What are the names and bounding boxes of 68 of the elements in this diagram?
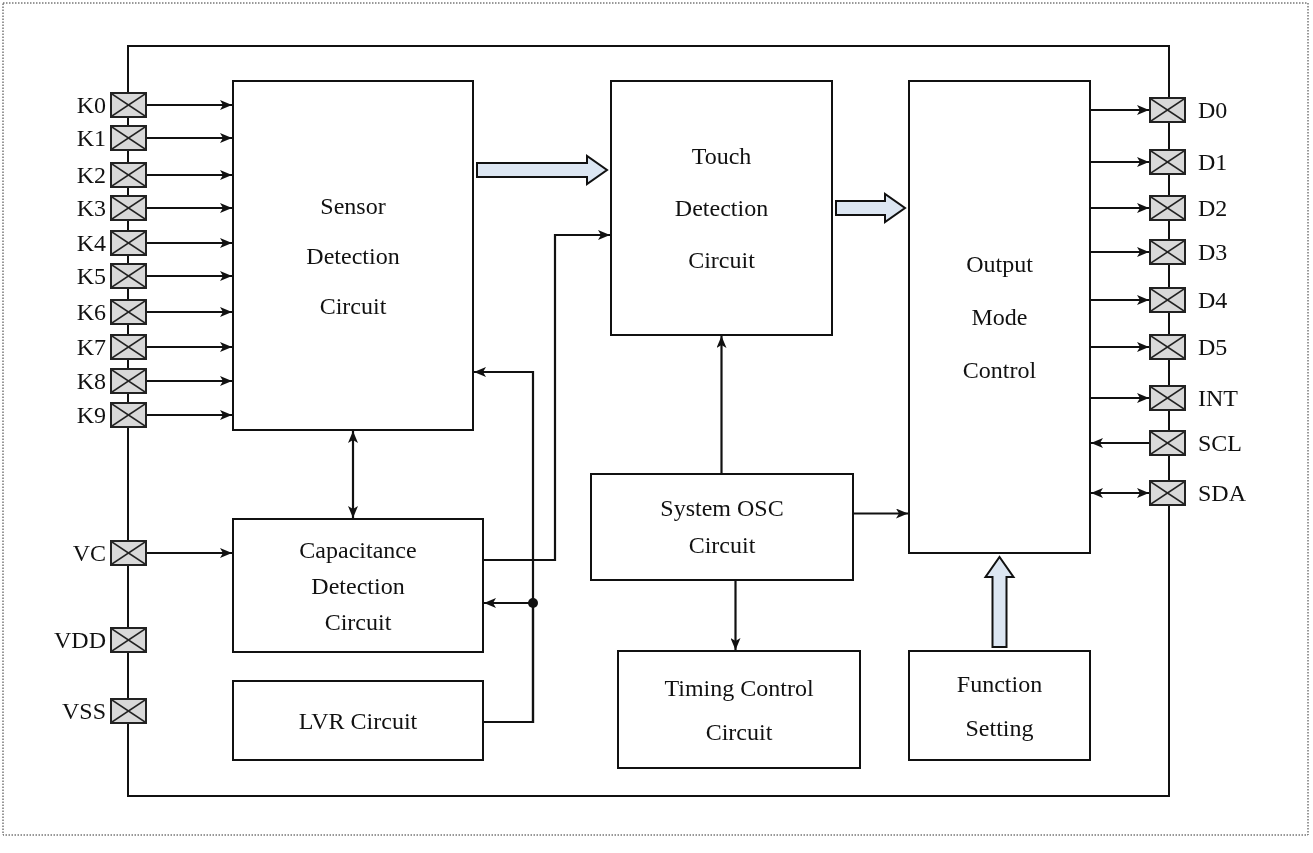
pin-label: VC — [72, 541, 106, 565]
block-title: Sensor Detection Circuit — [305, 191, 401, 321]
pin-label: K6 — [76, 300, 106, 324]
arrow — [147, 238, 232, 248]
arrow — [1091, 247, 1149, 257]
block-title: Output Mode Control — [961, 249, 1038, 385]
block-title: System OSC Circuit — [659, 494, 785, 560]
arrow — [147, 203, 232, 213]
pin-label: K3 — [76, 196, 106, 220]
arrow — [147, 271, 232, 281]
block-title: Touch Detection Circuit — [673, 142, 770, 275]
arrow — [1091, 438, 1149, 448]
pin-label: D3 — [1198, 240, 1228, 264]
block-arrow — [476, 154, 609, 186]
circuit-block — [232, 680, 484, 761]
pin-label: K1 — [76, 126, 106, 150]
arrow — [147, 410, 232, 420]
arrow — [484, 598, 535, 724]
chip-outline — [127, 45, 1170, 797]
arrow — [147, 170, 232, 180]
arrow — [716, 336, 727, 473]
pin-label: INT — [1198, 386, 1238, 410]
circuit-block — [232, 80, 474, 431]
block-arrow — [835, 192, 907, 224]
pin-label: K8 — [76, 369, 106, 393]
circuit-block — [617, 650, 861, 769]
pin-label: K7 — [76, 335, 106, 359]
circuit-block — [610, 80, 833, 336]
pin-label: K0 — [76, 93, 106, 117]
block-title: Timing Control Circuit — [663, 673, 815, 747]
arrow — [147, 376, 232, 386]
circuit-block — [908, 650, 1091, 761]
arrow — [1091, 157, 1149, 167]
pin-label: K9 — [76, 403, 106, 427]
arrow — [147, 548, 232, 558]
pin-label: SCL — [1198, 431, 1242, 455]
arrow — [1091, 342, 1149, 352]
pin-label: SDA — [1198, 481, 1246, 505]
arrow — [1091, 105, 1149, 115]
arrow — [730, 581, 741, 650]
block-title: Function Setting — [955, 669, 1044, 743]
arrow — [147, 342, 232, 352]
arrow — [484, 230, 610, 562]
pin-label: VDD — [54, 628, 106, 652]
circuit-block — [590, 473, 854, 581]
arrow — [1091, 295, 1149, 305]
pin-label: K4 — [76, 231, 106, 255]
pin-label: K2 — [76, 163, 106, 187]
arrow — [1091, 393, 1149, 403]
pin-label: D0 — [1198, 98, 1228, 122]
pin-label: VSS — [61, 699, 106, 723]
block-title: Capacitance Detection Circuit — [298, 535, 418, 637]
block-arrow — [983, 555, 1016, 648]
arrow — [147, 307, 232, 317]
arrow — [854, 508, 908, 519]
arrow — [1091, 488, 1149, 498]
pin-label: D4 — [1198, 288, 1228, 312]
block-title: LVR Circuit — [298, 706, 418, 736]
pin-label: D5 — [1198, 335, 1228, 359]
arrow — [147, 133, 232, 143]
arrow — [348, 431, 358, 518]
circuit-block — [232, 518, 484, 653]
arrow — [147, 100, 232, 110]
circuit-block — [908, 80, 1091, 554]
pin-label: D1 — [1198, 150, 1228, 174]
pin-label: K5 — [76, 264, 106, 288]
arrow — [1091, 203, 1149, 213]
pin-label: D2 — [1198, 196, 1228, 220]
